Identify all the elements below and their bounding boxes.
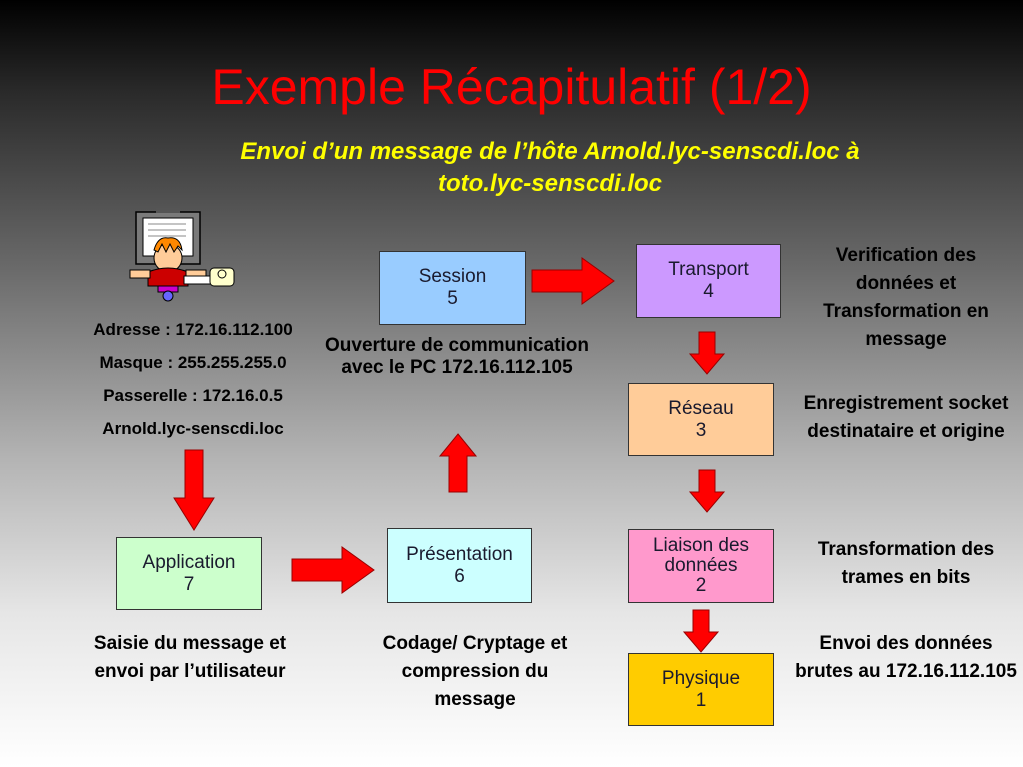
slide-title: Exemple Récapitulatif (1/2) [211,59,812,115]
note-presentation: Codage/ Cryptage et compression du messa… [382,633,568,710]
computer-user-icon [129,208,235,302]
arrow-host-to-application [173,449,215,531]
arrow-session-to-transport [531,257,615,305]
note-liaison: Transformation des trames en bits [817,539,995,588]
layer-presentation: Présentation 6 [387,528,532,603]
layer-application: Application 7 [116,537,262,610]
arrow-presentation-to-session [438,433,478,493]
layer-liaison-number: 2 [695,575,707,596]
layer-reseau-name: Réseau [668,397,734,419]
layer-transport-number: 4 [703,281,714,302]
layer-reseau: Réseau 3 [628,383,774,456]
layer-session: Session 5 [379,251,526,325]
layer-application-number: 7 [183,573,195,595]
note-session: Ouverture de communication avec le PC 17… [325,335,589,378]
layer-physique-number: 1 [695,689,707,711]
layer-presentation-number: 6 [454,565,465,587]
layer-presentation-name: Présentation [406,543,513,565]
note-reseau: Enregistrement socket destinataire et or… [803,393,1009,442]
note-physique: Envoi des données brutes au 172.16.112.1… [795,633,1017,682]
host-name: Arnold.lyc-senscdi.loc [102,419,284,438]
host-gateway: Passerelle : 172.16.0.5 [103,386,283,405]
arrow-liaison-to-physique [682,609,720,653]
layer-physique: Physique 1 [628,653,774,726]
host-mask: Masque : 255.255.255.0 [99,353,287,372]
layer-session-name: Session [418,266,487,287]
layer-reseau-number: 3 [695,419,707,441]
note-transport: Verification des données et Transformati… [823,245,989,350]
arrow-application-to-presentation [291,546,375,594]
layer-transport-name: Transport [668,259,749,280]
layer-liaison: Liaison des données 2 [628,529,774,603]
layer-session-number: 5 [447,288,458,309]
arrow-transport-to-reseau [688,331,726,375]
layer-liaison-name: Liaison des données [652,535,750,576]
layer-physique-name: Physique [661,667,741,689]
layer-application-name: Application [142,551,236,573]
host-address: Adresse : 172.16.112.100 [93,320,293,339]
arrow-reseau-to-liaison [688,469,726,513]
note-application: Saisie du message et envoi par l’utilisa… [93,633,287,682]
slide-subtitle: Envoi d’un message de l’hôte Arnold.lyc-… [240,138,860,197]
layer-transport: Transport 4 [636,244,781,318]
